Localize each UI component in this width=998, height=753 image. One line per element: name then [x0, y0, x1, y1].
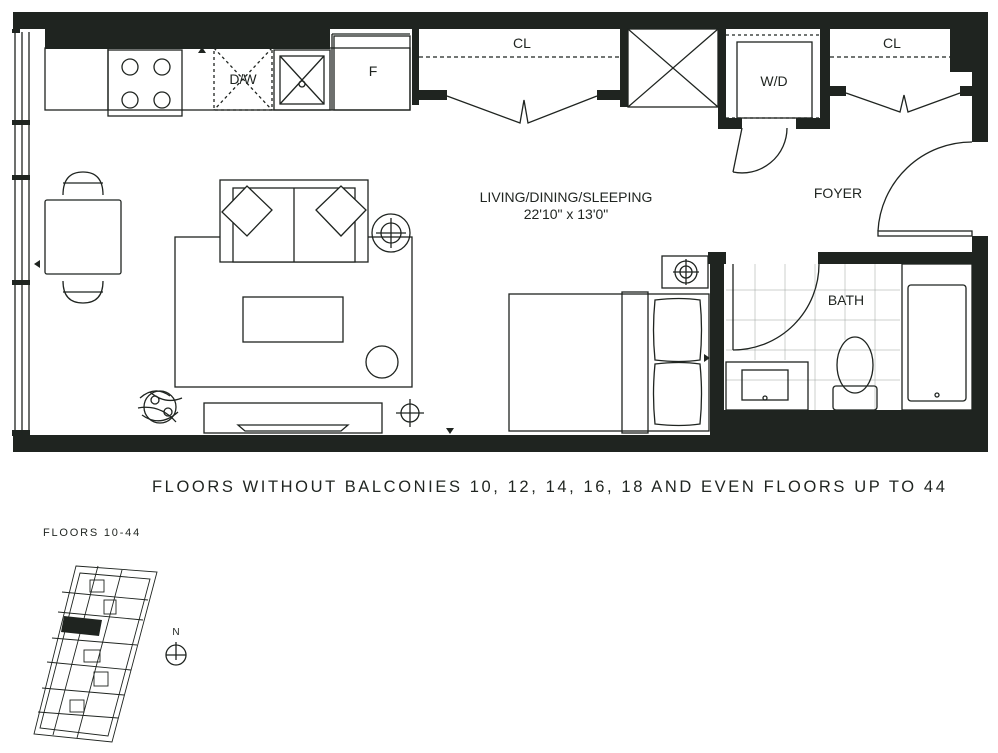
cooktop	[107, 49, 183, 117]
kitchen-marker	[198, 47, 206, 53]
floor-caption: FLOORS WITHOUT BALCONIES 10, 12, 14, 16,…	[152, 478, 948, 496]
room-dimension-living: 22'10" x 13'0"	[524, 206, 609, 222]
washer-dryer	[726, 34, 820, 119]
dishwasher	[213, 47, 273, 111]
room-label-foyer: FOYER	[814, 185, 862, 201]
coffee-table	[242, 296, 344, 343]
vanity	[725, 361, 809, 411]
window-marker	[34, 260, 40, 268]
room-label-dishwasher: D/W	[229, 71, 257, 87]
closet-2	[830, 56, 961, 113]
window-wall	[14, 32, 30, 435]
mechanical-shaft	[627, 28, 719, 108]
room-label-bath: BATH	[828, 292, 864, 308]
fridge	[333, 35, 411, 111]
bathtub	[901, 263, 973, 411]
ceiling-light	[396, 399, 424, 427]
ottoman	[365, 345, 399, 379]
closet-1	[419, 56, 620, 124]
toilet	[832, 336, 878, 411]
room-label-living: LIVING/DINING/SLEEPING	[480, 189, 653, 205]
side-table-lamp	[371, 213, 411, 253]
kitchen-sink	[273, 49, 331, 111]
room-label-closet-1: CL	[513, 35, 531, 51]
north-label: N	[172, 627, 179, 638]
key-plan-title: FLOORS 10-44	[43, 527, 142, 539]
room-label-fridge: F	[369, 63, 378, 79]
exterior-walls	[12, 12, 988, 452]
floor-marker	[446, 428, 454, 434]
entry-door	[877, 141, 973, 237]
room-label-closet-2: CL	[883, 35, 901, 51]
laundry-door	[732, 127, 788, 174]
bath-door	[732, 263, 820, 351]
bed	[508, 291, 710, 434]
sofa	[219, 179, 369, 263]
interior-walls	[412, 29, 976, 435]
nightstand	[661, 255, 709, 289]
bed-marker	[704, 354, 710, 362]
plant	[137, 390, 183, 424]
dining-table	[44, 171, 122, 304]
bath-tile	[726, 264, 900, 410]
media-console	[203, 402, 383, 434]
room-label-laundry: W/D	[760, 73, 787, 89]
key-plan	[33, 565, 158, 743]
north-arrow-icon: N	[165, 627, 187, 666]
